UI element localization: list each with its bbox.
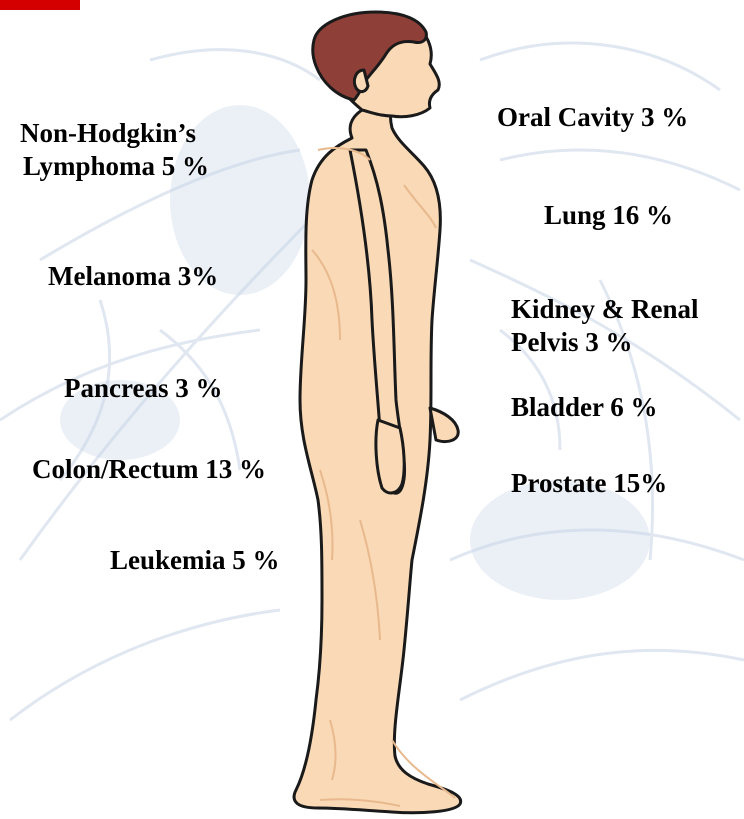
label-pancreas: Pancreas 3 % <box>64 372 222 405</box>
label-melanoma: Melanoma 3% <box>48 260 218 293</box>
label-non-hodgkins-lymphoma: Non-Hodgkin’s Lymphoma 5 % <box>20 117 209 183</box>
label-kidney-line2: Pelvis 3 % <box>511 326 699 359</box>
groin <box>430 408 458 442</box>
label-prostate: Prostate 15% <box>511 467 667 500</box>
label-lung: Lung 16 % <box>544 199 673 232</box>
ear <box>354 70 368 92</box>
label-nhl-line1: Non-Hodgkin’s <box>20 117 209 150</box>
label-leukemia: Leukemia 5 % <box>110 544 280 577</box>
label-bladder: Bladder 6 % <box>511 391 658 424</box>
label-colon-rectum: Colon/Rectum 13 % <box>32 453 266 486</box>
label-oral-cavity: Oral Cavity 3 % <box>497 101 688 134</box>
label-nhl-line2: Lymphoma 5 % <box>20 150 209 183</box>
label-kidney-renal-pelvis: Kidney & Renal Pelvis 3 % <box>511 293 699 359</box>
hand <box>376 420 404 493</box>
label-kidney-line1: Kidney & Renal <box>511 293 699 326</box>
